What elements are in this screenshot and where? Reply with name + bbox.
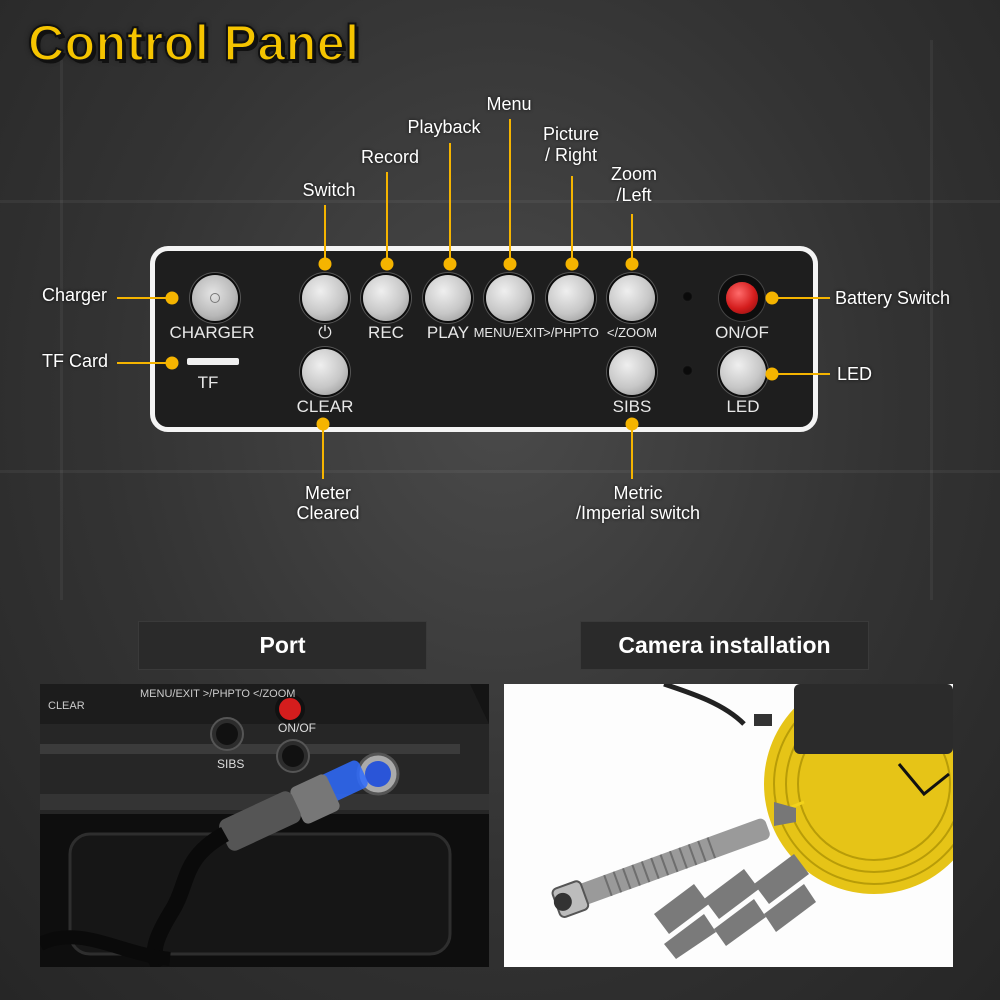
charger-port[interactable]: [192, 275, 238, 321]
control-panel: CHARGER TF ⏻ REC PLAY MENU/EXIT >/PHPTO …: [150, 246, 818, 432]
annotation-charger: Charger: [42, 285, 108, 305]
sibs-label: SIBS: [612, 397, 652, 416]
zoom-label: </ZOOM: [606, 325, 658, 340]
annotation-record: Record: [360, 147, 420, 167]
leader-line: [449, 143, 451, 264]
background-shelf: [0, 200, 1000, 203]
right-text: / Right: [544, 145, 598, 165]
annotation-zoom-left: Zoom /Left: [611, 164, 657, 206]
port-photo-onof-text: ON/OF: [278, 721, 316, 735]
annotation-playback: Playback: [407, 117, 481, 137]
leader-dot: [503, 257, 517, 271]
photo-right-button[interactable]: [548, 275, 594, 321]
leader-line: [571, 176, 573, 264]
tf-card-slot[interactable]: [187, 358, 239, 365]
leader-line: [117, 362, 172, 364]
left-text: /Left: [616, 185, 652, 205]
leader-dot: [625, 257, 639, 271]
power-switch-button[interactable]: [302, 275, 348, 321]
zoom-text: Zoom: [610, 164, 658, 184]
leader-dot: [565, 257, 579, 271]
page-title: Control Panel: [27, 14, 360, 72]
leader-dot: [165, 356, 179, 370]
annotation-battery-switch: Battery Switch: [835, 288, 951, 308]
led-label: LED: [726, 397, 760, 416]
leader-line: [117, 297, 172, 299]
leader-line: [509, 119, 511, 264]
annotation-meter-cleared: Meter Cleared: [296, 483, 359, 523]
play-button[interactable]: [425, 275, 471, 321]
annotation-menu: Menu: [486, 94, 532, 114]
leader-line: [631, 424, 633, 479]
rec-button[interactable]: [363, 275, 409, 321]
leader-dot: [318, 257, 332, 271]
leader-line: [631, 214, 633, 264]
metric-text: Metric: [613, 483, 663, 503]
port-photo-clear-text: CLEAR: [48, 700, 85, 712]
leader-dot: [443, 257, 457, 271]
menu-exit-label: MENU/EXIT: [473, 325, 545, 340]
onof-label: ON/OF: [715, 323, 769, 342]
background-post: [930, 40, 933, 600]
indicator-hole: [682, 365, 693, 376]
annotation-tf-card: TF Card: [42, 351, 109, 371]
clear-label: CLEAR: [296, 397, 354, 416]
sibs-button[interactable]: [609, 349, 655, 395]
annotation-led: LED: [837, 364, 873, 384]
picture-text: Picture: [542, 124, 600, 144]
camera-installation-photo: [504, 684, 953, 967]
charger-label: CHARGER: [169, 323, 255, 342]
imperial-text: /Imperial switch: [575, 503, 701, 523]
camera-section-header: Camera installation: [580, 621, 869, 670]
clear-button[interactable]: [302, 349, 348, 395]
power-symbol: ⏻: [318, 323, 332, 342]
background-post: [60, 60, 63, 600]
play-label: PLAY: [426, 323, 470, 342]
port-section-header: Port: [138, 621, 427, 670]
leader-dot: [165, 291, 179, 305]
leader-line: [772, 373, 830, 375]
annotation-metric-imperial: Metric /Imperial switch: [576, 483, 700, 523]
annotation-picture-right: Picture / Right: [543, 124, 599, 166]
zoom-left-button[interactable]: [609, 275, 655, 321]
meter-text: Meter: [304, 483, 352, 503]
cleared-text: Cleared: [296, 503, 360, 523]
leader-line: [324, 205, 326, 264]
port-photo-sibs-text: SIBS: [217, 757, 244, 771]
indicator-hole: [682, 291, 693, 302]
port-photo-illustration: CLEAR MENU/EXIT >/PHPTO </ZOOM ON/OF SIB…: [40, 684, 489, 967]
battery-switch-button[interactable]: [726, 282, 758, 314]
leader-line: [772, 297, 830, 299]
port-photo-menu-text: MENU/EXIT >/PHPTO </ZOOM: [140, 688, 295, 700]
leader-line: [386, 172, 388, 264]
photo-label: >/PHPTO: [543, 325, 599, 340]
leader-line: [322, 424, 324, 479]
camera-installation-illustration: [504, 684, 953, 967]
tf-label: TF: [197, 373, 219, 392]
background-shelf: [0, 470, 1000, 473]
led-button[interactable]: [720, 349, 766, 395]
rec-label: REC: [368, 323, 404, 342]
annotation-switch: Switch: [302, 180, 356, 200]
leader-dot: [380, 257, 394, 271]
menu-exit-button[interactable]: [486, 275, 532, 321]
port-photo: CLEAR MENU/EXIT >/PHPTO </ZOOM ON/OF SIB…: [40, 684, 489, 967]
